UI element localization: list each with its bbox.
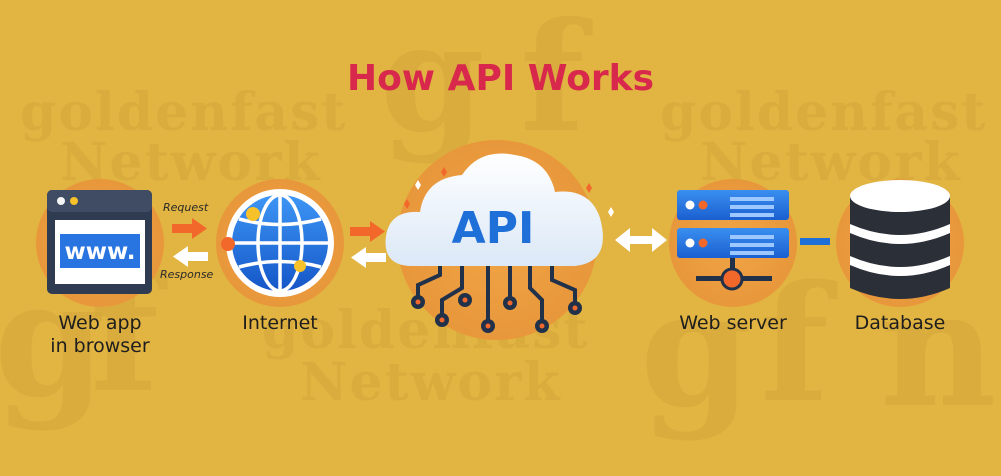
sparkle-icons <box>404 167 614 217</box>
database-icon <box>850 180 950 299</box>
server-database-connector <box>800 238 830 245</box>
watermark-letter-g-top: g <box>380 0 487 166</box>
response-arrow <box>173 246 208 267</box>
api-response-arrow <box>351 247 386 268</box>
response-label: Response <box>160 268 214 281</box>
server-icon <box>677 190 789 291</box>
browser-window-icon: www. <box>47 190 152 294</box>
diagram-title: How API Works <box>346 58 655 99</box>
watermark-network-bottom: Network <box>300 352 562 413</box>
server-label: Web server <box>679 312 787 334</box>
api-request-arrow <box>350 221 385 242</box>
database-label: Database <box>854 312 946 334</box>
globe-icon <box>221 189 334 297</box>
api-circuit-lines <box>416 253 577 324</box>
api-cloud-icon: API <box>385 153 603 266</box>
browser-label-line2: in browser <box>50 335 150 357</box>
request-label: Request <box>163 201 209 214</box>
request-arrow <box>172 218 207 239</box>
api-circuit-dots <box>415 297 578 329</box>
watermark-letter-f-top: f <box>520 0 587 166</box>
browser-label: Web app in browser <box>30 312 170 358</box>
api-server-double-arrow <box>615 228 667 252</box>
watermark-brand-right: goldenfast <box>660 82 988 143</box>
www-text: www. <box>64 239 135 265</box>
watermark-brand-left: goldenfast <box>20 82 348 143</box>
internet-label: Internet <box>242 312 318 334</box>
browser-label-line1: Web app <box>58 312 142 334</box>
api-text: API <box>452 203 535 254</box>
